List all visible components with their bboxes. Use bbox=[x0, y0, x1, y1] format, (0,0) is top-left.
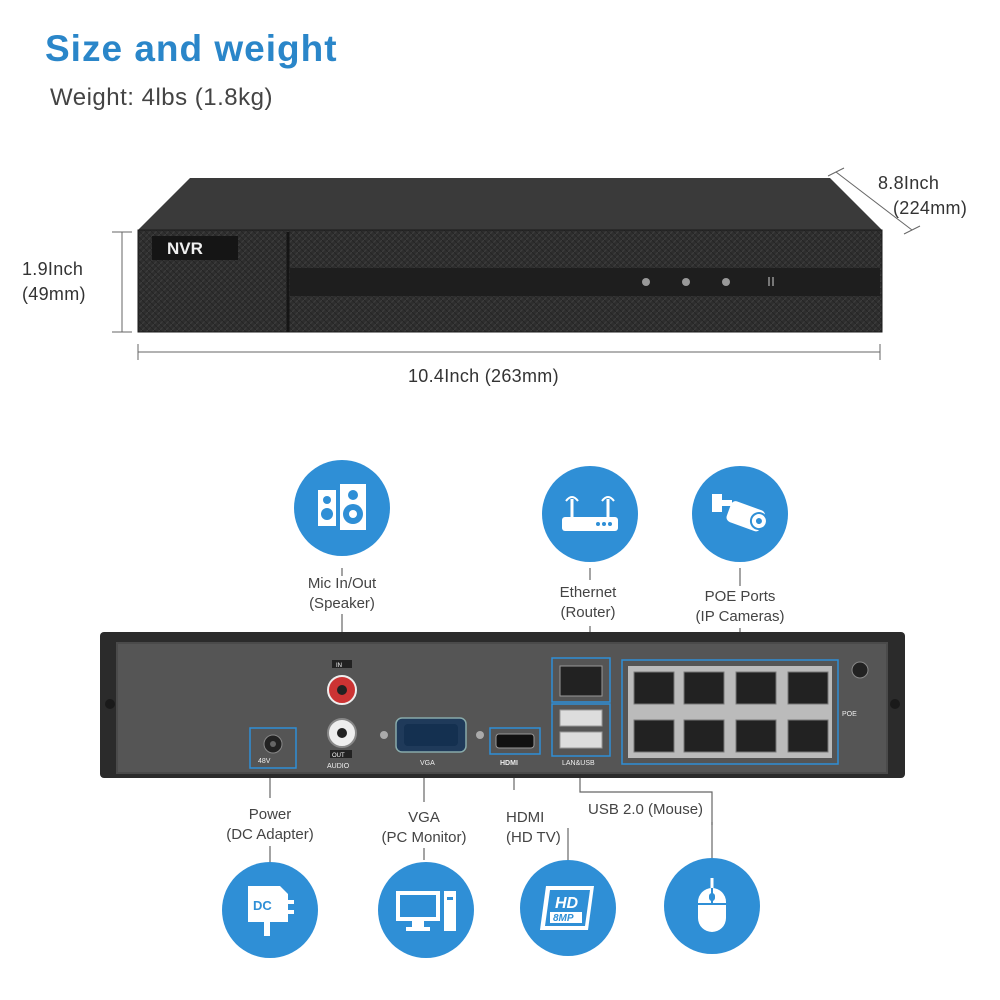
dc-adapter-icon: DC bbox=[248, 886, 294, 936]
width-label: 10.4Inch (263mm) bbox=[408, 366, 559, 386]
power-rating-label: 48V bbox=[258, 758, 271, 765]
ethernet-icon-circle bbox=[542, 466, 638, 562]
vga-label-line2: (PC Monitor) bbox=[381, 829, 467, 846]
poe-icon-circle bbox=[692, 466, 788, 562]
hdmi-label: HDMI (HD TV) bbox=[490, 808, 586, 848]
monitor-icon bbox=[396, 891, 456, 931]
hdmi-panel-label: HDMI bbox=[500, 760, 518, 767]
poe-panel-label: POE bbox=[842, 711, 857, 718]
poe-label-line1: POE Ports bbox=[704, 588, 776, 605]
router-icon bbox=[562, 496, 618, 531]
depth-mm-label: (224mm) bbox=[893, 198, 968, 218]
8mp-badge: 8MP bbox=[553, 913, 574, 924]
dc-badge: DC bbox=[253, 898, 272, 913]
poe-label: POE Ports (IP Cameras) bbox=[670, 587, 810, 627]
camera-icon bbox=[712, 494, 768, 532]
vga-label-line1: VGA bbox=[408, 809, 440, 826]
ethernet-label-line1: Ethernet bbox=[559, 584, 617, 601]
audio-in-label: IN bbox=[336, 663, 342, 669]
power-label-line1: Power bbox=[248, 806, 292, 823]
height-mm-label: (49mm) bbox=[22, 284, 86, 304]
speaker-icon bbox=[318, 484, 366, 530]
power-icon-circle: DC bbox=[222, 862, 318, 958]
nvr-front-view: NVR bbox=[137, 178, 883, 333]
vga-label: VGA (PC Monitor) bbox=[364, 808, 484, 848]
height-inch-label: 1.9Inch bbox=[22, 259, 84, 279]
vga-icon-circle bbox=[378, 862, 474, 958]
audio-out-label: OUT bbox=[332, 753, 345, 759]
mic-icon-circle bbox=[294, 460, 390, 556]
lan-usb-panel-label: LAN&USB bbox=[562, 760, 595, 767]
power-label: Power (DC Adapter) bbox=[210, 805, 330, 845]
power-label-line2: (DC Adapter) bbox=[226, 826, 314, 843]
mouse-icon bbox=[698, 877, 726, 932]
audio-label: AUDIO bbox=[327, 763, 350, 770]
usb-label: USB 2.0 (Mouse) bbox=[588, 801, 704, 818]
ethernet-label: Ethernet (Router) bbox=[528, 583, 648, 623]
weight-text: Weight: 4lbs (1.8kg) bbox=[50, 84, 273, 111]
vga-panel-label: VGA bbox=[420, 760, 435, 767]
nvr-back-panel: 48V IN OUT AUDIO VGA HDMI LAN&USB POE bbox=[100, 632, 905, 778]
mic-label-line2: (Speaker) bbox=[309, 595, 375, 612]
hd-icon: HD 8MP bbox=[540, 886, 594, 930]
hdmi-icon-circle: HD 8MP bbox=[520, 860, 616, 956]
nvr-badge: NVR bbox=[167, 239, 203, 258]
depth-inch-label: 8.8Inch bbox=[878, 173, 940, 193]
poe-label-line2: (IP Cameras) bbox=[695, 608, 785, 625]
mic-label-line1: Mic In/Out bbox=[307, 575, 377, 592]
page-title: Size and weight bbox=[45, 28, 338, 69]
usb-icon-circle bbox=[664, 858, 760, 954]
ethernet-label-line2: (Router) bbox=[560, 604, 616, 621]
mic-label: Mic In/Out (Speaker) bbox=[282, 574, 402, 614]
dimension-lines bbox=[112, 167, 921, 360]
hd-badge: HD bbox=[555, 895, 579, 912]
hdmi-label-line1: HDMI bbox=[506, 809, 545, 826]
hdmi-label-line2: (HD TV) bbox=[506, 829, 561, 846]
